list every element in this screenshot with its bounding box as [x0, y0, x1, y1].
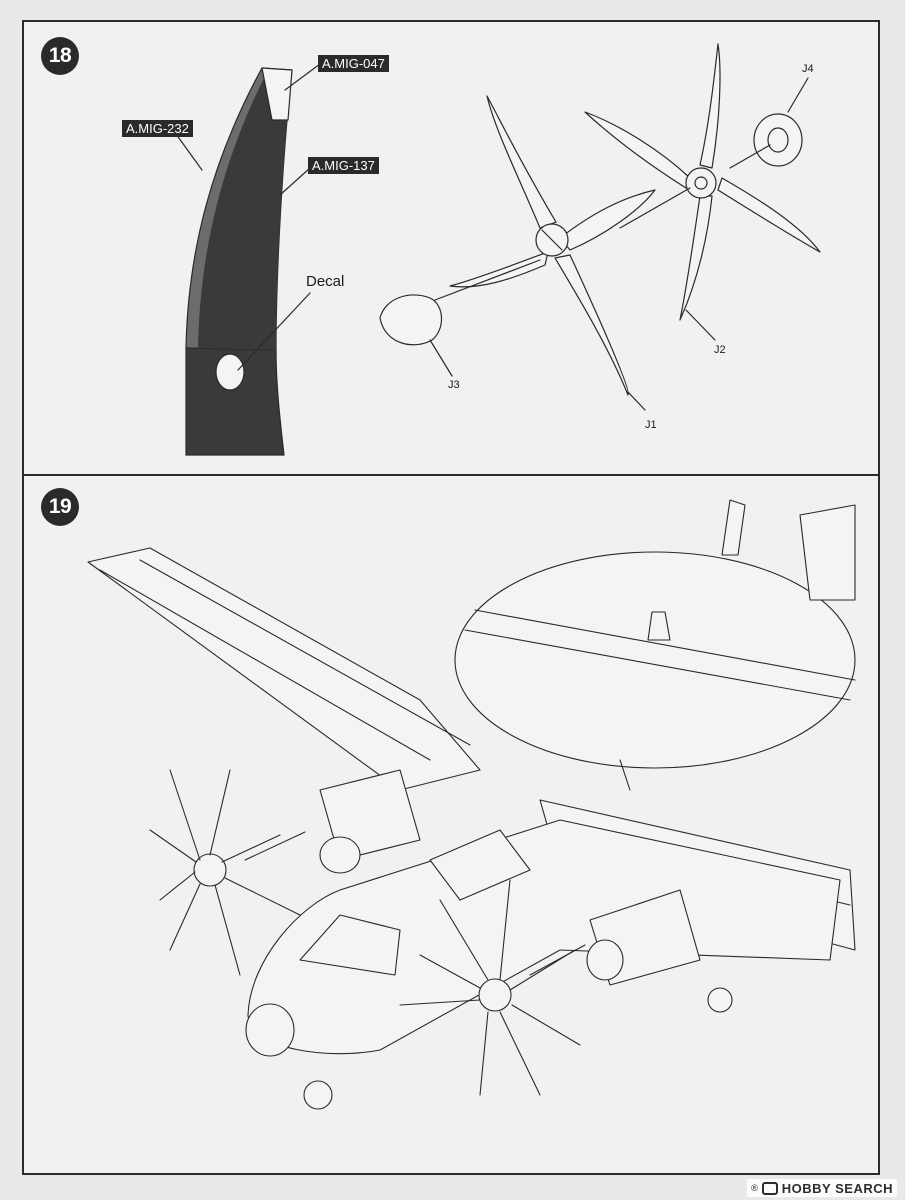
hobby-search-watermark: ® HOBBY SEARCH	[747, 1179, 897, 1197]
registered-mark: ®	[751, 1183, 758, 1193]
loose-propeller-right	[399, 879, 586, 1096]
assembly-arrow-3	[729, 144, 771, 169]
part-label-j4: J4	[802, 63, 814, 75]
paint-label-right: A.MIG-137	[308, 157, 379, 174]
watermark-text: HOBBY SEARCH	[781, 1180, 893, 1196]
backplate-j4	[753, 77, 809, 167]
propeller-j1	[449, 95, 656, 411]
assembly-arrow-2	[619, 187, 691, 229]
step-divider	[22, 474, 880, 476]
part-label-j1: J1	[645, 419, 657, 431]
step-19-badge: 19	[41, 488, 79, 526]
step-19-number: 19	[48, 495, 72, 518]
propeller-arrow-right	[529, 944, 586, 976]
spinner-j3	[379, 294, 453, 377]
hobby-search-logo-icon	[761, 1181, 778, 1195]
propeller-j2	[584, 43, 821, 341]
decal-label: Decal	[306, 273, 345, 290]
loose-propeller-left	[149, 769, 306, 976]
step-18-number: 18	[48, 44, 72, 67]
paint-label-left: A.MIG-232	[122, 120, 193, 137]
assembly-arrow-1	[434, 259, 541, 301]
propeller-arrow-left	[244, 831, 306, 861]
aircraft-drawing	[87, 499, 856, 1110]
part-label-j2: J2	[714, 344, 726, 356]
step-18-badge: 18	[41, 37, 79, 75]
part-label-j3: J3	[448, 379, 460, 391]
blade-painting-diagram	[175, 63, 321, 456]
paint-label-top: A.MIG-047	[318, 55, 389, 72]
